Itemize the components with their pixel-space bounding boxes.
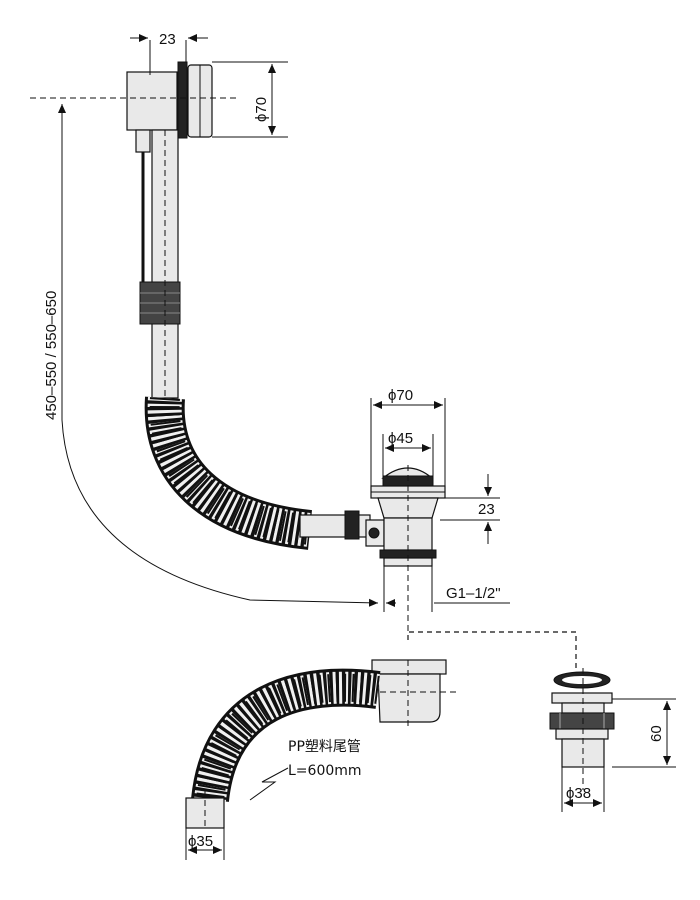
drain-connector <box>299 510 385 547</box>
connection-leader <box>407 631 577 668</box>
drain-inner-label: ϕ45 <box>388 430 413 447</box>
dim-tail-pipe-diameter: ϕ35 <box>185 828 225 860</box>
dim-vertical-range: 450–550 / 550–650 <box>43 104 379 607</box>
overflow-body <box>126 71 178 131</box>
overflow-flange <box>177 61 188 139</box>
overflow-depth-label: 23 <box>159 31 176 48</box>
overflow-diameter-label: ϕ70 <box>253 97 270 122</box>
tail-pipe-material: PP塑料尾管 <box>288 739 361 755</box>
tail-pipe-length: L=600mm <box>288 763 362 779</box>
drain-outer-label: ϕ70 <box>388 387 413 404</box>
tail-pipe-note: PP塑料尾管 L=600mm <box>249 739 362 801</box>
thread-label: G1–1/2" <box>446 585 501 602</box>
overflow-assembly <box>30 61 240 400</box>
adapter-diameter-label: ϕ38 <box>566 785 591 802</box>
upper-corrugated-hose <box>144 396 313 550</box>
dim-adapter-diameter: ϕ38 <box>561 767 605 812</box>
tail-pipe-diameter-label: ϕ35 <box>188 833 213 850</box>
adapter-assembly <box>549 668 615 790</box>
cable-box <box>135 129 151 153</box>
vertical-range-label: 450–550 / 550–650 <box>43 291 60 420</box>
tail-pipe-assembly <box>185 659 460 830</box>
dim-drain-diameters: ϕ70 ϕ45 <box>370 387 446 486</box>
dim-overflow-depth: 23 <box>130 31 208 75</box>
dim-overflow-diameter: ϕ70 <box>212 61 288 138</box>
dim-adapter-height: 60 <box>612 698 676 768</box>
dim-drain-height: 23 <box>440 474 500 544</box>
tail-pipe-socket <box>377 673 441 723</box>
dim-thread: G1–1/2" <box>383 566 510 612</box>
adapter-height-label: 60 <box>648 725 665 742</box>
drain-valve <box>370 465 446 640</box>
drain-height-label: 23 <box>478 501 495 518</box>
drain-body <box>383 517 433 551</box>
